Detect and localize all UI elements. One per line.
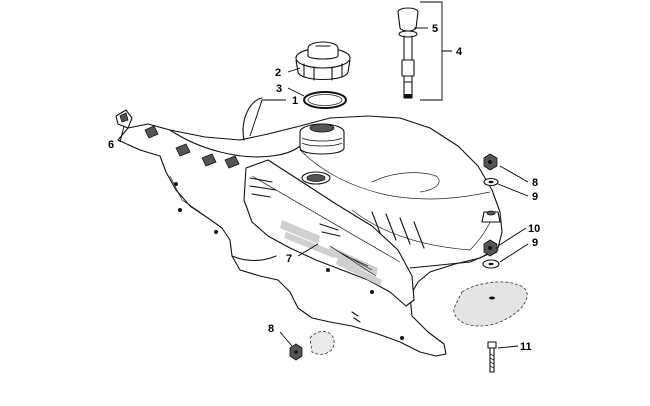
callout-10: 10 xyxy=(528,223,540,235)
callout-8-top: 8 xyxy=(532,177,538,189)
callout-3: 3 xyxy=(276,83,282,95)
callout-6: 6 xyxy=(108,139,114,151)
callout-5: 5 xyxy=(432,23,438,35)
callout-11: 11 xyxy=(520,341,532,353)
leader-lines xyxy=(119,1,529,349)
fuel-sender-unit xyxy=(397,7,419,99)
filler-neck xyxy=(299,123,345,155)
fuel-cap xyxy=(295,41,351,81)
sender-opening xyxy=(301,171,331,185)
callout-7: 7 xyxy=(286,253,292,265)
callout-labels: 1 2 3 4 5 6 7 8 8 9 9 10 11 xyxy=(108,23,540,353)
lower-left-hardware xyxy=(289,311,361,361)
heat-shield xyxy=(243,159,415,307)
callout-4: 4 xyxy=(456,46,463,58)
right-hardware xyxy=(453,153,528,373)
callout-8-bottom: 8 xyxy=(268,323,274,335)
callout-1: 1 xyxy=(292,95,298,107)
callout-9-bottom: 9 xyxy=(532,237,538,249)
mount-clip xyxy=(115,109,133,129)
callout-9-top: 9 xyxy=(532,191,538,203)
callout-2: 2 xyxy=(275,67,281,79)
cap-gasket xyxy=(303,91,347,109)
